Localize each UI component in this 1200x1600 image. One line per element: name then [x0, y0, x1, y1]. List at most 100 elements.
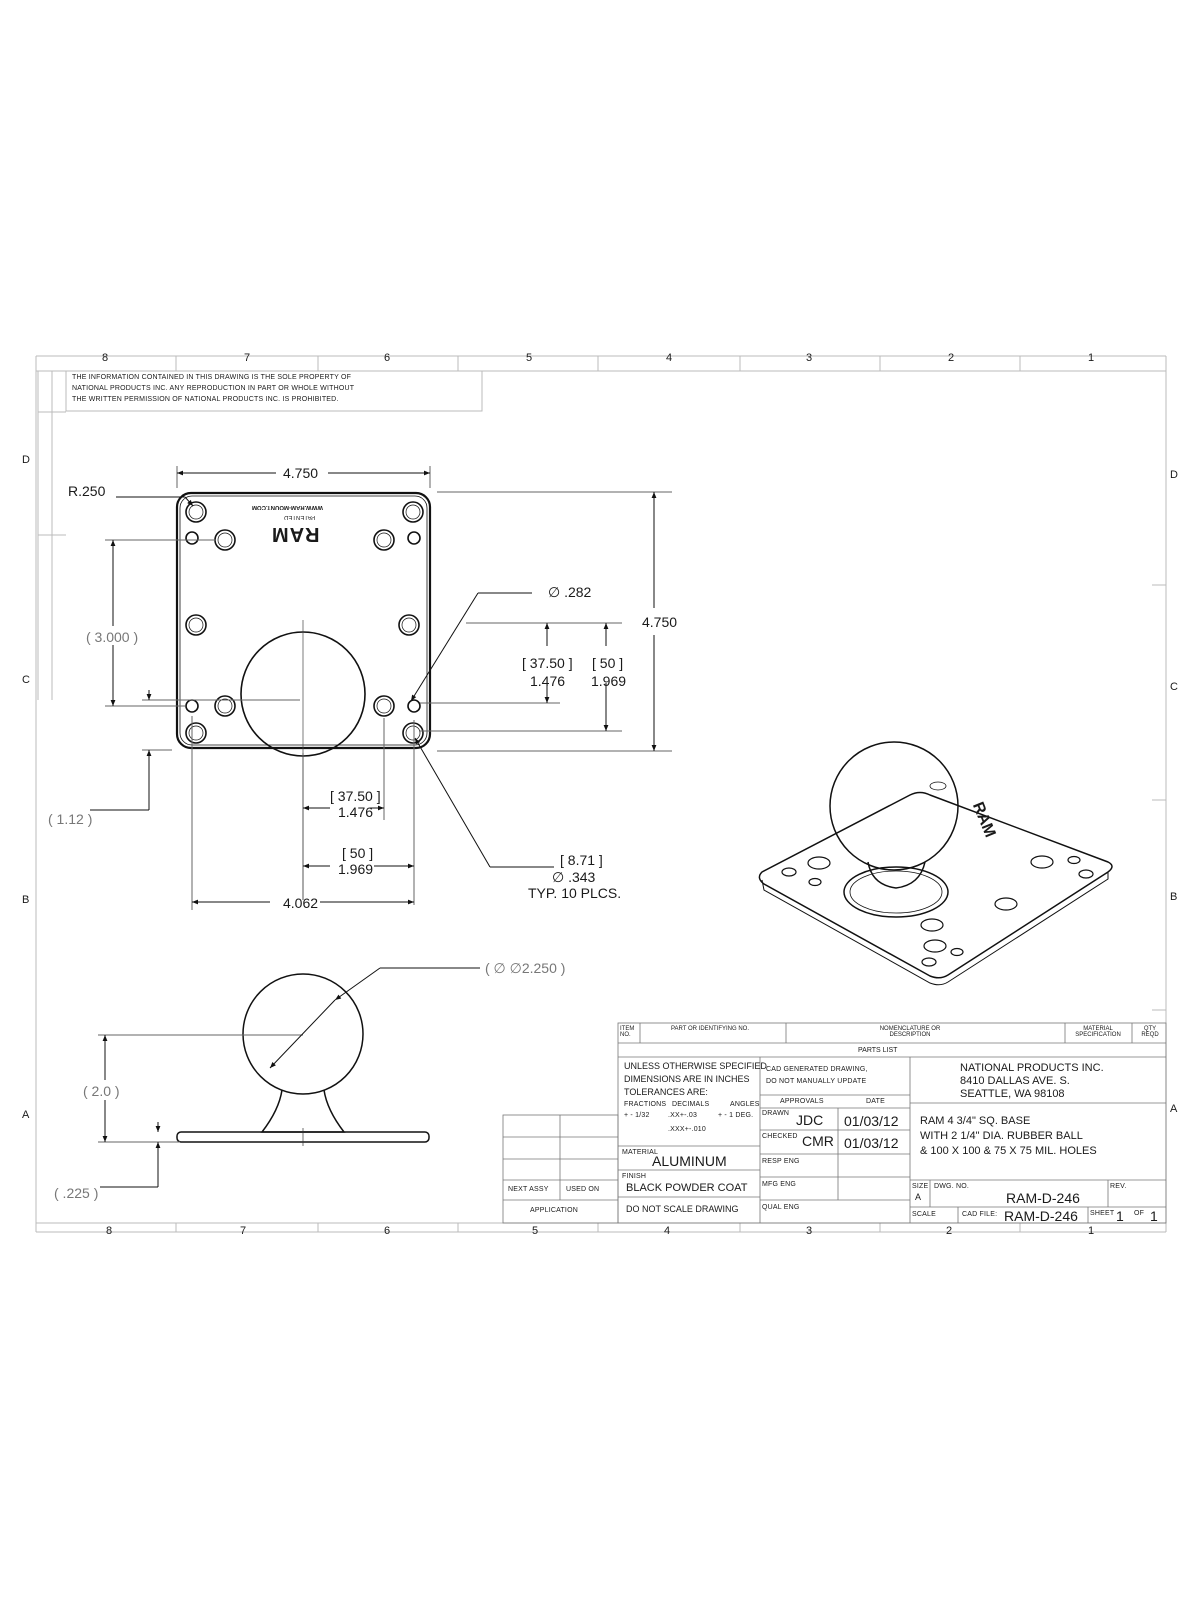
tb-company-2: 8410 DALLAS AVE. S. [960, 1075, 1070, 1087]
tb-decimals: DECIMALS [672, 1101, 710, 1108]
tb-angles: ANGLES [730, 1101, 760, 1108]
zone-col-8-top: 8 [102, 352, 109, 364]
zone-col-7-bottom: 7 [240, 1225, 247, 1237]
dim-ref-3000: ( 3.000 ) [86, 629, 139, 645]
tb-sheet-label: SHEET [1090, 1210, 1115, 1217]
tb-cad-1: CAD GENERATED DRAWING, [766, 1066, 868, 1073]
zone-row-b-right: B [1170, 891, 1178, 903]
isometric-view [758, 741, 1113, 986]
dim-radius: R.250 [68, 483, 106, 499]
parts-list-material-spec: MATERIAL SPECIFICATION [1075, 1026, 1121, 1038]
dim-in-1476-a: 1.476 [530, 673, 566, 689]
zone-col-4-bottom: 4 [664, 1225, 671, 1237]
tb-cad-file: RAM-D-246 [1004, 1208, 1078, 1224]
tb-company-1: NATIONAL PRODUCTS INC. [960, 1062, 1104, 1074]
tb-dec-val-1: .XX+-.03 [668, 1112, 698, 1119]
top-view-dimensions [90, 466, 672, 910]
tb-do-not-scale: DO NOT SCALE DRAWING [626, 1204, 739, 1214]
tb-date: DATE [866, 1098, 885, 1105]
sheet-border [35, 355, 1167, 1233]
tb-frac-val: + - 1/32 [624, 1112, 650, 1119]
parts-list-qty: QTY REQD [1141, 1026, 1159, 1038]
zone-row-d-left: D [22, 454, 30, 466]
zone-col-2-top: 2 [948, 352, 955, 364]
tb-sheet: 1 [1116, 1208, 1124, 1224]
zone-row-a-right: A [1170, 1103, 1178, 1115]
tb-desc-1: RAM 4 3/4" SQ. BASE [920, 1115, 1031, 1127]
side-view [176, 973, 430, 1146]
zone-col-1-top: 1 [1088, 352, 1095, 364]
ram-logo-top: RAM [271, 523, 320, 545]
dim-in-1476-b: 1.476 [338, 804, 374, 820]
tb-material-label: MATERIAL [622, 1149, 659, 1156]
dim-in-1969-b: 1.969 [338, 861, 374, 877]
tb-size: A [915, 1192, 922, 1202]
zone-row-c-right: C [1170, 681, 1178, 693]
dim-width-top: 4.750 [283, 465, 319, 481]
dim-mm-50-b: [ 50 ] [342, 845, 374, 861]
tb-of: 1 [1150, 1208, 1158, 1224]
tb-approvals: APPROVALS [780, 1098, 824, 1105]
dim-mm-3750-b: [ 37.50 ] [330, 788, 381, 804]
dim-dia-282: ∅ .282 [548, 584, 592, 600]
notice-line-1: THE INFORMATION CONTAINED IN THIS DRAWIN… [72, 374, 352, 381]
tb-cad-2: DO NOT MANUALLY UPDATE [766, 1078, 867, 1085]
parts-list-part-no: PART OR IDENTIFYING NO. [670, 1026, 749, 1032]
url-mark: WWW.RAM-MOUNT.COM [252, 504, 323, 510]
tb-size-label: SIZE [912, 1183, 929, 1190]
parts-list-nomenclature: NOMENCLATURE OR DESCRIPTION [879, 1026, 941, 1038]
dim-mm-3750-a: [ 37.50 ] [522, 655, 573, 671]
tb-used-on: USED ON [566, 1186, 600, 1193]
tb-application: APPLICATION [530, 1207, 578, 1214]
zone-col-1-bottom: 1 [1088, 1225, 1095, 1237]
tb-checked-by: CMR [802, 1133, 834, 1149]
tb-next-assy: NEXT ASSY [508, 1186, 549, 1193]
tb-drawn-by: JDC [796, 1112, 824, 1128]
tb-checked: CHECKED [762, 1133, 798, 1140]
tb-unless-2: DIMENSIONS ARE IN INCHES [624, 1074, 750, 1084]
tb-cad-file-label: CAD FILE: [962, 1211, 998, 1218]
tb-finish: BLACK POWDER COAT [626, 1182, 748, 1194]
dim-plate-thk: ( .225 ) [54, 1185, 99, 1201]
tb-checked-date: 01/03/12 [844, 1135, 899, 1151]
notice-line-3: THE WRITTEN PERMISSION OF NATIONAL PRODU… [72, 396, 339, 403]
side-view-dimensions [98, 967, 480, 1188]
zone-row-a-left: A [22, 1109, 30, 1121]
tb-dwg-label: DWG. NO. [934, 1183, 970, 1190]
dim-mm-50-a: [ 50 ] [592, 655, 624, 671]
top-view [175, 491, 432, 757]
dim-ref-112: ( 1.12 ) [48, 811, 93, 827]
dim-ball-height: ( 2.0 ) [83, 1083, 120, 1099]
dim-width-bottom: 4.062 [283, 895, 319, 911]
zone-col-5-bottom: 5 [532, 1225, 539, 1237]
tb-mfg-eng: MFG ENG [762, 1181, 797, 1188]
zone-row-d-right: D [1170, 469, 1178, 481]
tb-finish-label: FINISH [622, 1173, 647, 1180]
patented-mark: PATENTED [284, 514, 316, 520]
zone-col-5-top: 5 [526, 352, 533, 364]
tb-qual-eng: QUAL ENG [762, 1204, 800, 1211]
tb-of-label: OF [1134, 1210, 1145, 1217]
title-block-grid [502, 1022, 1167, 1224]
zone-col-2-bottom: 2 [946, 1225, 953, 1237]
zone-col-6-top: 6 [384, 352, 391, 364]
dim-dia-343: ∅ .343 [552, 869, 596, 885]
zone-col-6-bottom: 6 [384, 1225, 391, 1237]
tb-scale-label: SCALE [912, 1211, 936, 1218]
parts-list-title: PARTS LIST [858, 1047, 898, 1054]
parts-list-item-no: ITEM NO. [620, 1026, 635, 1038]
zone-col-4-top: 4 [666, 352, 673, 364]
tb-material: ALUMINUM [652, 1153, 727, 1169]
zone-row-c-left: C [22, 674, 30, 686]
zone-col-8-bottom: 8 [106, 1225, 113, 1237]
dim-typ-10-plcs: TYP. 10 PLCS. [528, 885, 622, 901]
zone-col-7-top: 7 [244, 352, 251, 364]
tb-rev-label: REV. [1110, 1183, 1127, 1190]
tb-fractions: FRACTIONS [624, 1101, 667, 1108]
tb-dwg-no: RAM-D-246 [1006, 1190, 1080, 1206]
notice-line-2: NATIONAL PRODUCTS INC. ANY REPRODUCTION … [72, 385, 355, 392]
dim-mm-871: [ 8.71 ] [560, 852, 603, 868]
tb-desc-3: & 100 X 100 & 75 X 75 MIL. HOLES [920, 1145, 1097, 1157]
